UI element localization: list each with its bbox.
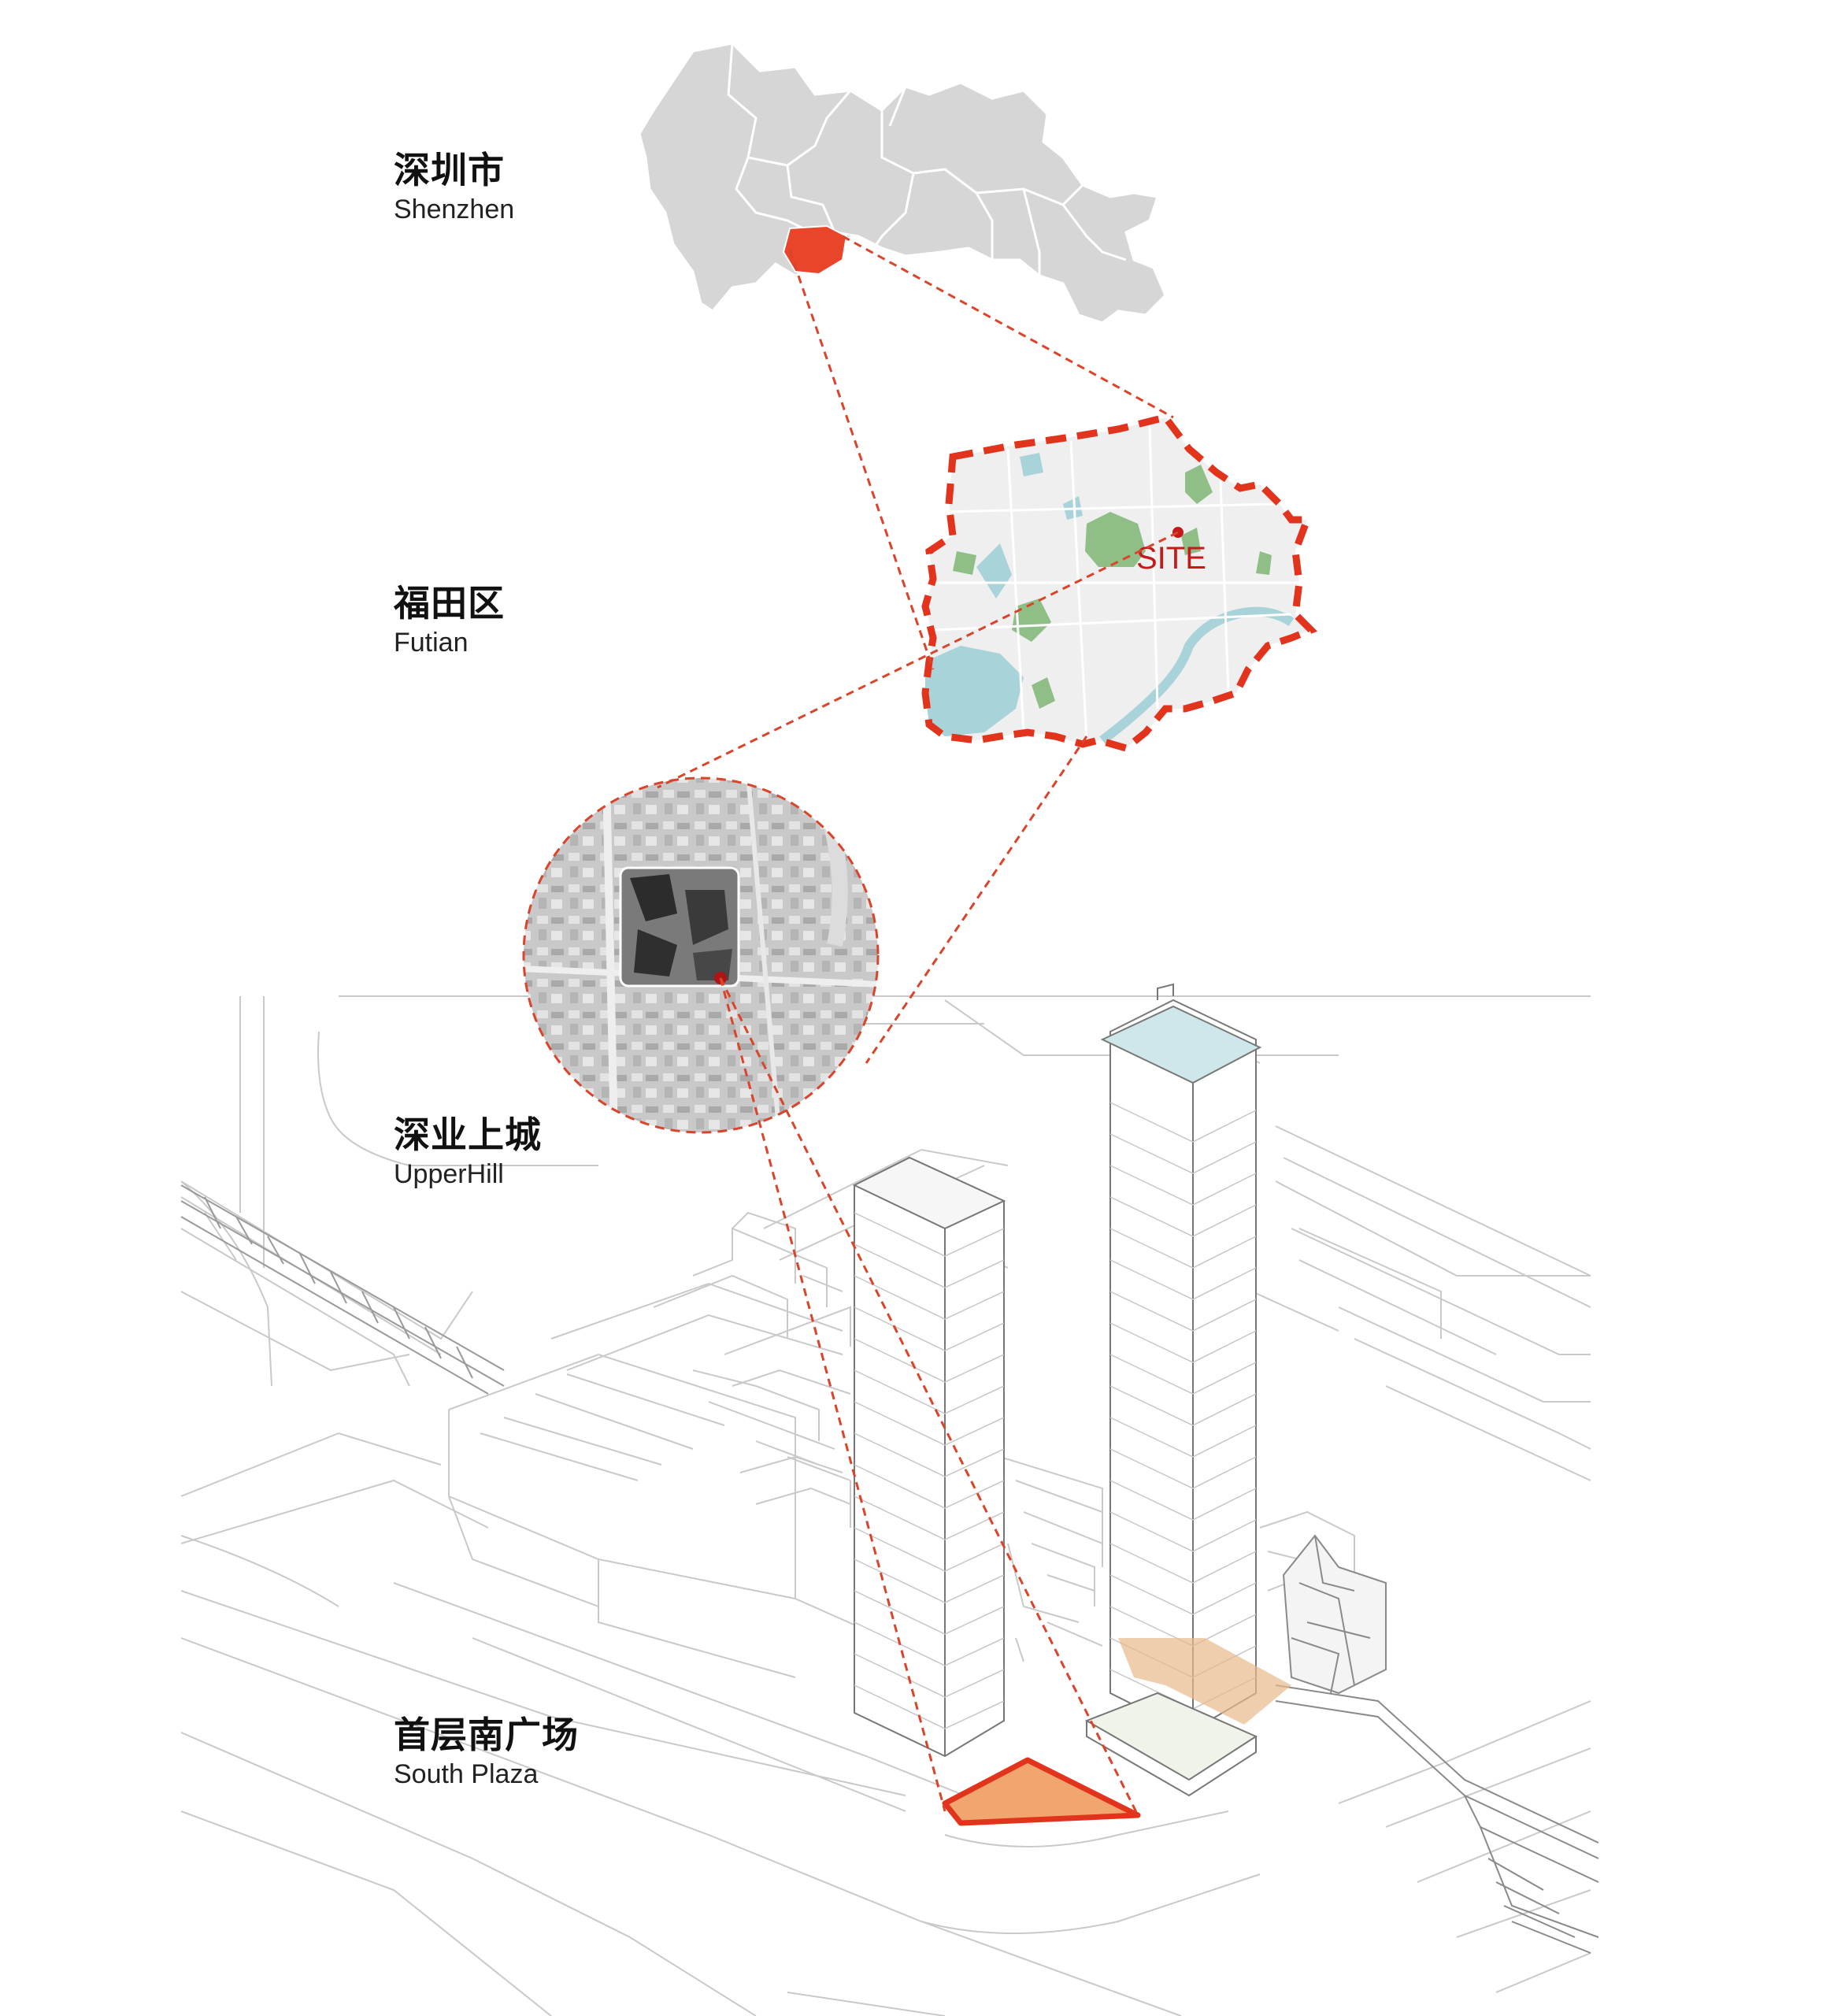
label-south-plaza-en: South Plaza xyxy=(394,1759,539,1789)
site-label: SITE xyxy=(1136,541,1206,576)
faceted-building xyxy=(1282,1534,1387,1695)
label-futian-cn: 福田区 xyxy=(394,582,505,624)
left-tower xyxy=(852,1156,1006,1758)
futian-map xyxy=(921,413,1318,752)
right-pedestrian-bridge xyxy=(1275,1684,1599,1954)
label-upperhill-cn: 深业上城 xyxy=(394,1114,542,1156)
label-shenzhen: 深圳市 Shenzhen xyxy=(394,148,514,227)
south-plaza-highlight xyxy=(942,1757,1141,1826)
right-tower xyxy=(1084,983,1262,1797)
label-upperhill-en: UpperHill xyxy=(394,1159,504,1189)
connection-bridge-highlight xyxy=(1118,1638,1291,1725)
left-pedestrian-bridge xyxy=(180,1184,505,1395)
label-upperhill: 深业上城 UpperHill xyxy=(394,1113,542,1191)
upperhill-aerial-photo xyxy=(524,778,878,1132)
zoom-connector-lines xyxy=(657,235,1179,1816)
label-futian-en: Futian xyxy=(394,628,469,658)
label-south-plaza: 首层南广场 South Plaza xyxy=(394,1713,579,1792)
label-shenzhen-en: Shenzhen xyxy=(394,195,515,224)
label-south-plaza-cn: 首层南广场 xyxy=(394,1714,579,1756)
label-shenzhen-cn: 深圳市 xyxy=(394,149,505,191)
upperhill-circle-border xyxy=(522,776,880,1134)
label-futian: 福田区 Futian xyxy=(394,581,505,660)
futian-highlight-on-shenzhen xyxy=(782,224,848,276)
shenzhen-map xyxy=(638,42,1167,324)
